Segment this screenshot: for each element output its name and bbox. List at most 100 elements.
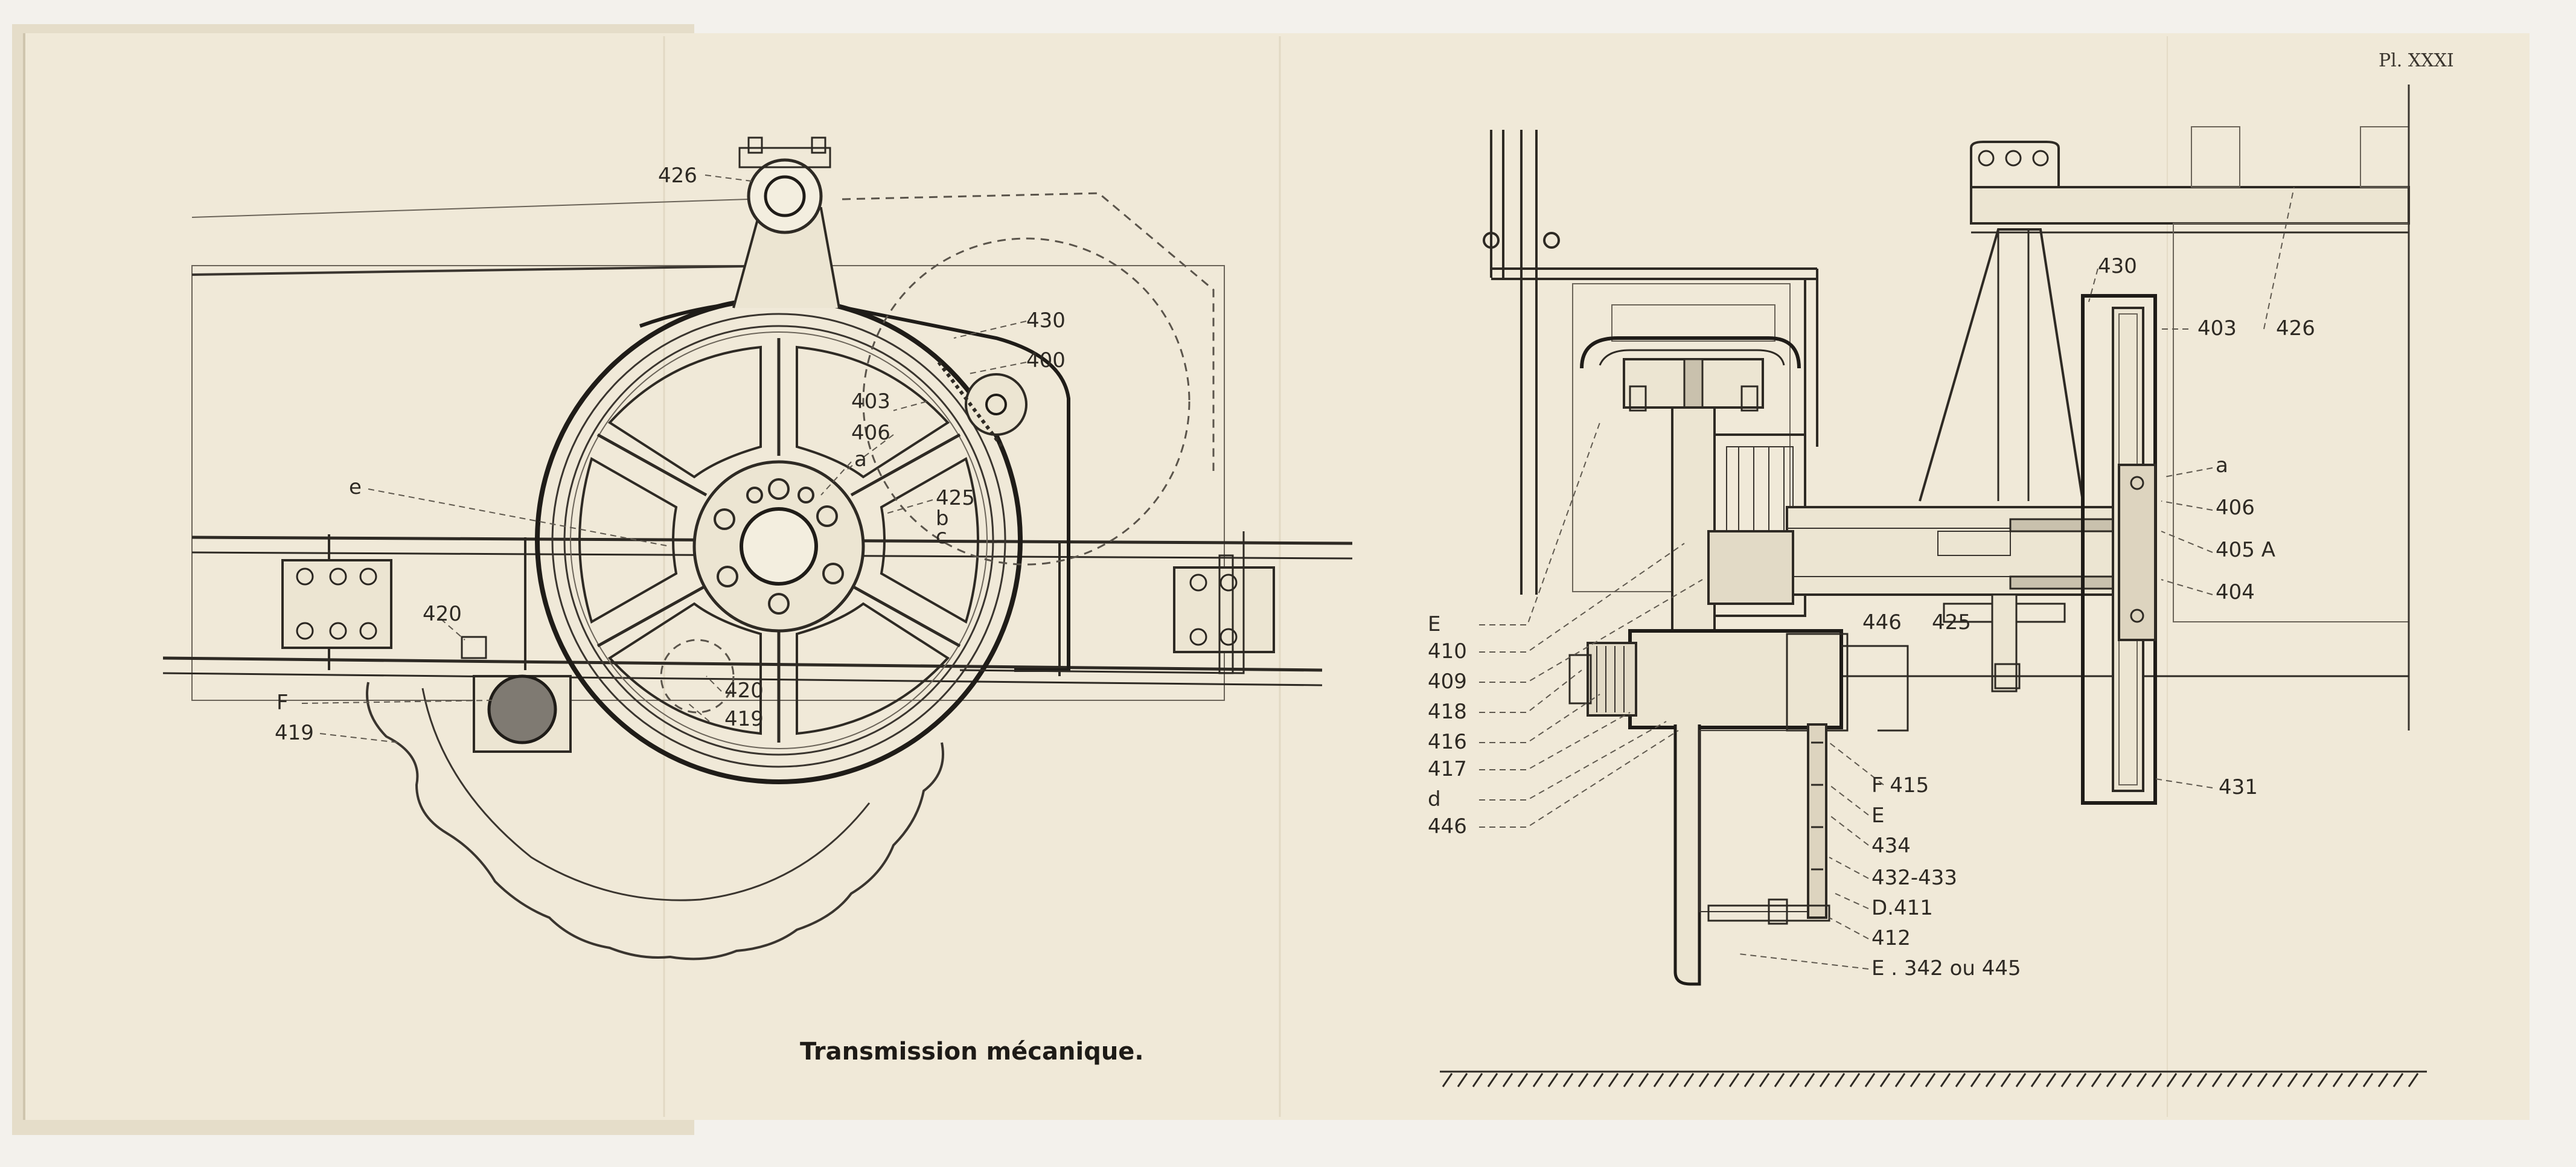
label-425-right: 425	[1932, 610, 1971, 635]
lower-gear-disc	[1673, 723, 1830, 986]
leader-410	[1479, 543, 1685, 653]
leader-426	[705, 174, 752, 182]
label-403: 403	[851, 389, 890, 414]
callout-F415: F 415	[1871, 773, 1929, 798]
leader-419-hub	[688, 703, 710, 722]
label-419-hub: 419	[724, 707, 764, 731]
leader-412	[1829, 917, 1869, 939]
top-bearing-bracket	[732, 136, 840, 309]
callout-418: 418	[1428, 700, 1467, 724]
upper-rail	[191, 264, 785, 276]
plate-number: Pl. XXXI	[2379, 50, 2454, 71]
upper-frame-line	[191, 199, 749, 218]
callout-E342: E . 342 ou 445	[1871, 956, 2021, 980]
label-446-mid: 446	[1862, 610, 1902, 635]
side-elevation-view	[162, 136, 1353, 961]
callout-432-433: 432-433	[1871, 866, 1957, 890]
label-406: 406	[851, 421, 890, 445]
label-400: 400	[1026, 348, 1066, 372]
leader-406-right	[2161, 500, 2213, 511]
callout-410: 410	[1428, 639, 1467, 663]
pinion-ghost-circle	[862, 237, 1191, 566]
label-b: b	[936, 507, 949, 531]
callout-E-bottom: E	[1871, 804, 1884, 828]
label-406-right: 406	[2216, 496, 2255, 520]
label-c: c	[936, 525, 947, 549]
label-430: 430	[1026, 309, 1066, 333]
leader-E-left	[1479, 422, 1600, 625]
housing-lower-edge	[959, 531, 1245, 674]
leader-432-433	[1829, 857, 1869, 879]
label-a-right: a	[2216, 453, 2228, 478]
bearing-top-block	[1611, 304, 1775, 342]
leader-418	[1479, 670, 1582, 713]
leader-a-right	[2164, 467, 2213, 478]
sectional-view	[1440, 85, 2427, 1087]
leader-420-hub	[706, 676, 722, 692]
leader-F	[301, 700, 493, 704]
lower-clutch-assembly	[1568, 629, 1909, 732]
label-405A: 405 A	[2216, 538, 2275, 562]
callout-409: 409	[1428, 670, 1467, 694]
horizontal-shaft	[1707, 506, 2126, 605]
leader-426-right	[2263, 187, 2295, 330]
lower-beam-bottom	[162, 672, 1323, 686]
label-426-right: 426	[2276, 316, 2315, 341]
leader-d	[1479, 721, 1667, 801]
small-pinion	[965, 373, 1028, 436]
tension-roller	[473, 674, 572, 753]
callout-416: 416	[1428, 730, 1467, 754]
leader-405A	[2161, 531, 2213, 553]
label-425: 425	[936, 486, 975, 510]
label-430-right: 430	[2098, 254, 2137, 278]
label-431: 431	[2219, 775, 2258, 799]
leader-434	[1829, 814, 1869, 846]
callout-D411: D.411	[1871, 896, 1933, 920]
bolted-plate-left	[281, 559, 392, 649]
central-pedestal	[1919, 228, 2084, 692]
leader-420-left	[440, 618, 465, 641]
leader-430-right	[2088, 268, 2098, 302]
channel-post	[1483, 130, 1818, 595]
toothed-chain	[937, 361, 1004, 448]
callout-E: E	[1428, 612, 1440, 636]
sprocket-wheel	[366, 682, 944, 961]
bolted-plate-right	[1173, 554, 1275, 674]
disc-wheel-431	[2081, 294, 2157, 805]
leader-E-bottom	[1829, 784, 1869, 816]
leader-417	[1479, 712, 1631, 770]
label-e: e	[349, 475, 362, 499]
callout-417: 417	[1428, 757, 1467, 781]
label-F: F	[276, 691, 289, 715]
callout-412: 412	[1871, 926, 1911, 950]
leader-a	[820, 461, 852, 496]
leader-F415	[1829, 742, 1884, 785]
lower-beam-top	[162, 656, 1323, 672]
leader-430	[953, 321, 1027, 339]
hub-ghost-circle	[660, 639, 735, 714]
label-a: a	[854, 447, 867, 472]
leader-419-left	[319, 733, 399, 743]
leader-446-left	[1479, 730, 1679, 828]
label-420-hub: 420	[724, 679, 764, 703]
label-419-left: 419	[275, 721, 314, 745]
label-404: 404	[2216, 580, 2255, 604]
leader-404	[2161, 579, 2213, 595]
label-403-right: 403	[2197, 316, 2237, 341]
label-420-left: 420	[423, 602, 462, 626]
callout-446: 446	[1428, 814, 1467, 839]
ground-hatching	[1440, 1070, 2427, 1087]
callout-d: d	[1428, 787, 1441, 811]
leader-409	[1479, 579, 1703, 683]
callout-434: 434	[1871, 834, 1911, 858]
ghost-housing-outline	[842, 192, 1215, 471]
leader-425	[887, 499, 933, 514]
leader-416	[1479, 694, 1600, 743]
leader-403	[893, 401, 927, 411]
sprocket-inner-rim	[421, 688, 871, 901]
adjust-nut	[461, 636, 487, 659]
label-426: 426	[658, 164, 697, 188]
plate-caption: Transmission mécanique.	[800, 1038, 1144, 1066]
leader-E342	[1738, 953, 1869, 970]
